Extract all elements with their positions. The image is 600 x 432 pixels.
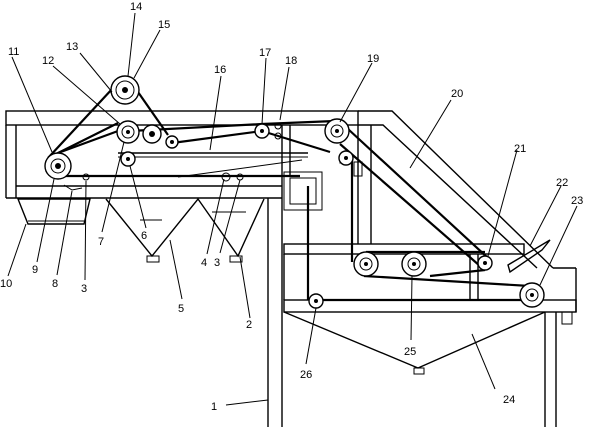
label-16: 16	[214, 64, 226, 76]
leader-lines	[7, 12, 578, 406]
label-26: 26	[300, 369, 312, 381]
belts	[47, 87, 531, 302]
label-13: 13	[66, 41, 78, 53]
label-10: 10	[0, 278, 12, 290]
label-18: 18	[285, 55, 297, 67]
main-leg	[267, 198, 283, 427]
scraper-bar	[118, 152, 308, 178]
label-6: 6	[141, 230, 147, 242]
label-20: 20	[451, 88, 463, 100]
label-24: 24	[503, 394, 515, 406]
part-labels: 14 15 13 11 12 16 17 18 19 20 21 22 23 2…	[0, 1, 583, 413]
label-15: 15	[158, 19, 170, 31]
label-14: 14	[130, 1, 142, 13]
label-22: 22	[556, 177, 568, 189]
label-21: 21	[514, 143, 526, 155]
label-25: 25	[404, 346, 416, 358]
label-1: 1	[211, 401, 217, 413]
label-3a: 3	[81, 283, 87, 295]
label-12: 12	[42, 55, 54, 67]
label-11: 11	[8, 46, 19, 58]
lower-frame	[283, 243, 577, 427]
label-2: 2	[246, 319, 252, 331]
label-23: 23	[571, 195, 583, 207]
part-8	[63, 184, 83, 191]
label-9: 9	[32, 264, 38, 276]
label-17: 17	[259, 47, 271, 59]
chute-22	[507, 239, 551, 274]
label-19: 19	[367, 53, 379, 65]
label-7: 7	[98, 236, 104, 248]
bottom-hopper	[283, 311, 546, 375]
pulleys	[44, 75, 545, 309]
label-8: 8	[52, 278, 58, 290]
label-4: 4	[201, 257, 207, 269]
label-3b: 3	[214, 257, 220, 269]
label-5: 5	[178, 303, 184, 315]
